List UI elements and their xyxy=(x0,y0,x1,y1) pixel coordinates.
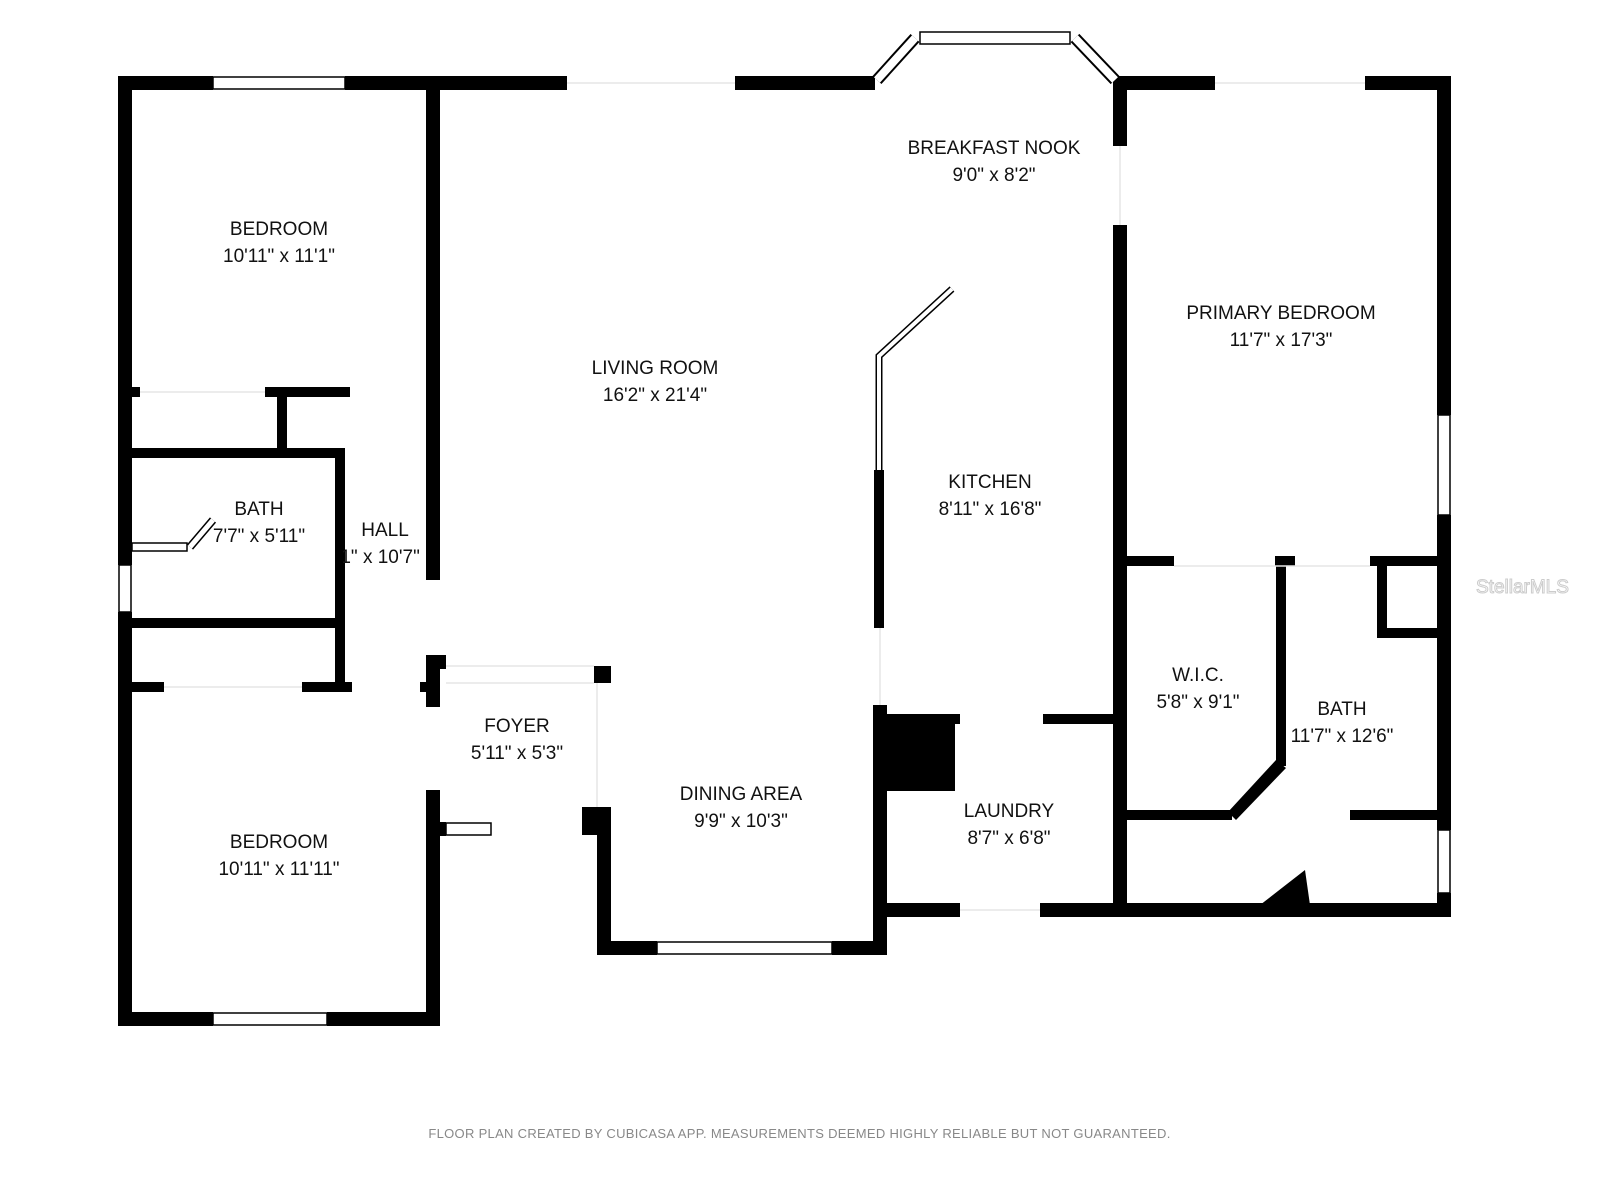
room-size: 5'8" x 9'1" xyxy=(1156,692,1240,713)
room-size: 11'7" x 12'6" xyxy=(1290,726,1394,747)
room-label-bath-2: BATH 11'7" x 12'6" xyxy=(1291,696,1394,750)
room-name: BATH xyxy=(234,499,284,520)
room-size: 16'2" x 21'4" xyxy=(602,385,708,406)
room-label-bedroom-2: BEDROOM 10'11" x 11'11" xyxy=(218,829,339,883)
room-name: KITCHEN xyxy=(948,472,1032,493)
room-name: W.I.C. xyxy=(1172,665,1224,686)
room-name: LAUNDRY xyxy=(963,801,1055,822)
room-size: 8'11" x 16'8" xyxy=(938,499,1042,520)
room-name: PRIMARY BEDROOM xyxy=(1186,303,1376,324)
room-size: 7'7" x 5'11" xyxy=(212,526,306,547)
room-name: FOYER xyxy=(484,716,550,737)
room-name: DINING AREA xyxy=(679,784,803,805)
room-size: 3'1" x 10'7" xyxy=(343,547,420,568)
room-label-kitchen: KITCHEN 8'11" x 16'8" xyxy=(939,469,1042,523)
room-name: BEDROOM xyxy=(229,832,329,853)
walls xyxy=(118,76,1451,1026)
room-label-hall: HALL 3'1" x 10'7" xyxy=(343,517,427,571)
room-size: 5'11" x 5'3" xyxy=(470,743,564,764)
room-name: BREAKFAST NOOK xyxy=(907,138,1081,159)
room-label-living-room: LIVING ROOM 16'2" x 21'4" xyxy=(592,355,719,409)
room-label-laundry: LAUNDRY 8'7" x 6'8" xyxy=(964,798,1054,852)
windows xyxy=(118,31,1451,1026)
room-label-bath-1: BATH 7'7" x 5'11" xyxy=(213,496,305,550)
room-size: 9'0" x 8'2" xyxy=(952,165,1036,186)
room-label-foyer: FOYER 5'11" x 5'3" xyxy=(471,713,563,767)
watermark: StellarMLS xyxy=(1476,577,1570,599)
room-label-bedroom-1: BEDROOM 10'11" x 11'1" xyxy=(223,216,335,270)
room-name: HALL xyxy=(361,520,409,541)
room-name: LIVING ROOM xyxy=(591,358,719,379)
room-size: 8'7" x 6'8" xyxy=(967,828,1051,849)
room-size: 10'11" x 11'1" xyxy=(223,246,335,267)
room-name: BATH xyxy=(1317,699,1367,720)
room-label-dining-area: DINING AREA 9'9" x 10'3" xyxy=(680,781,802,835)
disclaimer-footer: FLOOR PLAN CREATED BY CUBICASA APP. MEAS… xyxy=(428,1126,1171,1141)
room-size: 11'7" x 17'3" xyxy=(1229,330,1333,351)
room-label-primary-bedroom: PRIMARY BEDROOM 11'7" x 17'3" xyxy=(1186,300,1375,354)
room-label-wic: W.I.C. 5'8" x 9'1" xyxy=(1156,662,1239,716)
openings xyxy=(140,82,1370,911)
room-size: 10'11" x 11'11" xyxy=(218,859,340,880)
room-size: 9'9" x 10'3" xyxy=(694,811,788,832)
room-label-breakfast-nook: BREAKFAST NOOK 9'0" x 8'2" xyxy=(908,135,1081,189)
room-name: BEDROOM xyxy=(229,219,329,240)
